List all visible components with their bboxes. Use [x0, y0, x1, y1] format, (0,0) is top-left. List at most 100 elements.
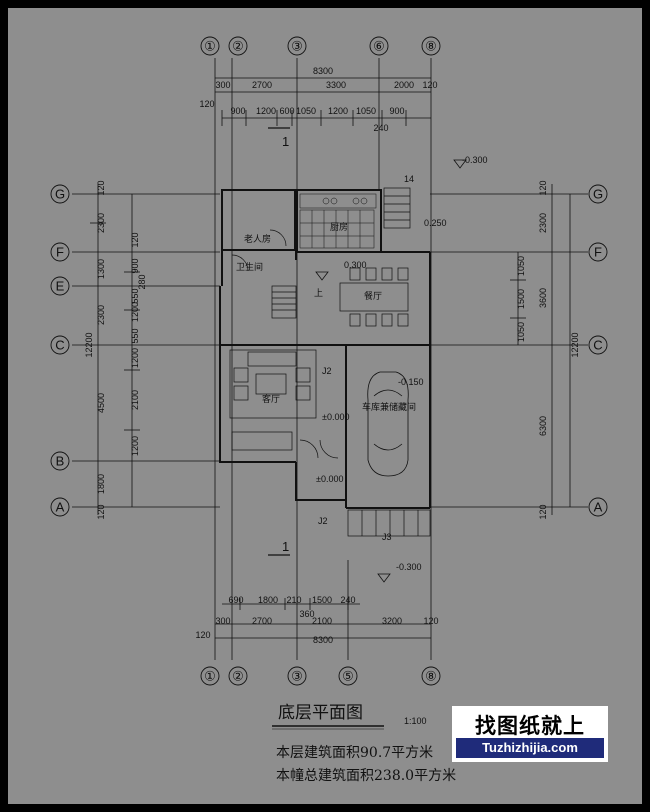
room-garage: 车库兼储藏间: [362, 401, 416, 413]
top-dim-row3-4: 1200: [328, 106, 348, 116]
right-dim-outer-bottom: 120: [538, 504, 548, 519]
section-marks: [268, 127, 290, 556]
left-dim-inner-1: 900: [130, 258, 140, 273]
svg-text:C: C: [55, 338, 64, 353]
right-dim-outer-0: 2300: [538, 213, 548, 233]
bottom-dim-row1-3: 1500: [312, 595, 332, 605]
svg-text:F: F: [594, 245, 602, 260]
left-dim-inner-7: 2100: [130, 390, 140, 410]
room-dining: 餐厅: [364, 290, 382, 302]
bottom-dimension-lines: [215, 598, 431, 639]
left-dim-outer-2: 2300: [96, 305, 106, 325]
axis-left-0: G: [50, 184, 70, 204]
drawing-sheet: [8, 8, 642, 804]
left-dim-outer-4: 1800: [96, 474, 106, 494]
top-dim-row3-2: 600: [279, 106, 294, 116]
bottom-dim-total: 8300: [313, 635, 333, 645]
right-dim-inner-1: 1500: [516, 289, 526, 309]
left-dim-outer-top: 120: [96, 180, 106, 195]
axis-bottom-0: ①: [200, 666, 220, 686]
top-dimension-lines: [215, 77, 431, 126]
axis-right-1: F: [588, 242, 608, 262]
axis-top-0: ①: [200, 36, 220, 56]
top-dim-extra: 240: [373, 123, 388, 133]
svg-text:C: C: [593, 338, 602, 353]
bottom-dim-row2-4: 120: [423, 616, 438, 626]
mark-j2-b: J2: [318, 516, 328, 526]
axis-right-0: G: [588, 184, 608, 204]
mark-14: 14: [404, 174, 414, 184]
left-dim-inner-4: 1200: [130, 302, 140, 322]
section-mark-top: 1: [282, 134, 289, 149]
bottom-dim-row2-0: 300: [215, 616, 230, 626]
bottom-dim-left-120: 120: [195, 630, 210, 640]
bottom-dim-row1-0: 690: [228, 595, 243, 605]
svg-text:③: ③: [291, 669, 303, 684]
svg-text:A: A: [56, 500, 65, 515]
drawing-scale: 1:100: [404, 716, 427, 726]
right-dim-inner-0: 1050: [516, 256, 526, 276]
bottom-dim-row2-3: 3200: [382, 616, 402, 626]
right-dim-total: 12200: [570, 332, 580, 357]
right-dimension-lines: [510, 184, 571, 515]
left-dim-inner-0: 120: [130, 232, 140, 247]
svg-text:②: ②: [232, 39, 244, 54]
bottom-dim-row2-1: 2700: [252, 616, 272, 626]
right-dim-outer-2: 6300: [538, 416, 548, 436]
axis-top-3: ⑥: [369, 36, 389, 56]
level-entry: ±0.000: [316, 474, 343, 484]
svg-text:①: ①: [204, 39, 216, 54]
axis-bottom-2: ③: [287, 666, 307, 686]
axis-left-2: E: [50, 276, 70, 296]
svg-text:⑤: ⑤: [342, 669, 354, 684]
building-walls: [219, 189, 431, 509]
axis-bottom-1: ②: [228, 666, 248, 686]
bottom-dim-row1-2: 210: [286, 595, 301, 605]
room-kitchen: 厨房: [330, 221, 348, 233]
watermark-cn: 找图纸就上: [475, 714, 585, 738]
top-dim-left-120: 120: [199, 99, 214, 109]
mark-j3: J3: [382, 532, 392, 542]
level-hall: ±0.000: [322, 412, 349, 422]
level-outdoor-bottom: -0.300: [396, 562, 422, 572]
dining-table: [339, 267, 409, 327]
top-dim-row2-1: 2700: [252, 80, 272, 90]
svg-text:E: E: [56, 279, 65, 294]
axis-top-1: ②: [228, 36, 248, 56]
bottom-dim-row2-2: 2100: [312, 616, 332, 626]
left-dim-inner-5: 550: [130, 328, 140, 343]
left-dim-outer-bottom: 120: [96, 504, 106, 519]
axis-top-2: ③: [287, 36, 307, 56]
level-outdoor-top: -0.300: [462, 155, 488, 165]
top-dim-row2-0: 300: [215, 80, 230, 90]
section-mark-bottom: 1: [282, 539, 289, 554]
left-dim-outer-0: 2300: [96, 213, 106, 233]
top-dim-row3-5: 1050: [356, 106, 376, 116]
top-dim-row3-3: 1050: [296, 106, 316, 116]
mark-j2-a: J2: [322, 366, 332, 376]
watermark-badge: 找图纸就上 Tuzhizhijia.com: [452, 706, 608, 762]
svg-text:①: ①: [204, 669, 216, 684]
axis-left-5: A: [50, 497, 70, 517]
right-dim-outer-top: 120: [538, 180, 548, 195]
room-elder: 老人房: [244, 233, 271, 245]
axis-left-3: C: [50, 335, 70, 355]
left-dimension-lines: [90, 184, 140, 515]
axis-left-4: B: [50, 451, 70, 471]
axis-bottom-4: ⑧: [421, 666, 441, 686]
svg-text:B: B: [56, 454, 65, 469]
top-dim-row3-1: 1200: [256, 106, 276, 116]
top-dim-row2-2: 3300: [326, 80, 346, 90]
axis-right-5: A: [588, 497, 608, 517]
up-label: 上: [314, 288, 323, 298]
left-dim-outer-3: 4500: [96, 393, 106, 413]
bottom-dim-row1-1: 1800: [258, 595, 278, 605]
svg-text:G: G: [55, 187, 65, 202]
svg-text:⑧: ⑧: [425, 669, 437, 684]
left-dim-inner-3: 550: [130, 288, 140, 303]
svg-text:⑥: ⑥: [373, 39, 385, 54]
svg-text:②: ②: [232, 669, 244, 684]
top-dim-row2-3: 2000: [394, 80, 414, 90]
